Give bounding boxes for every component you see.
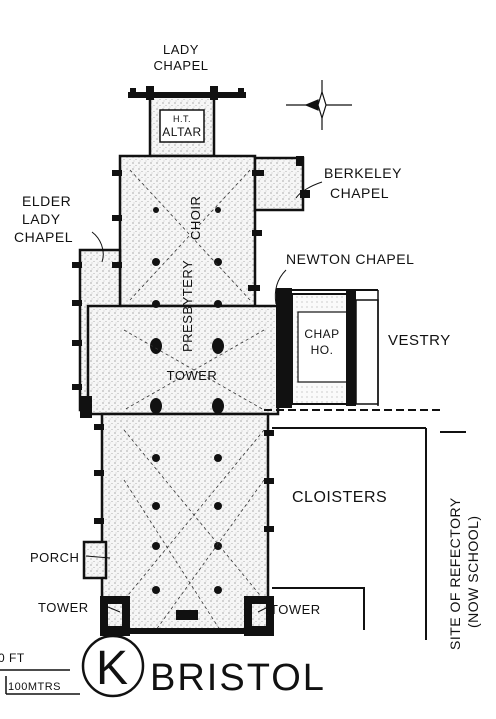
label-choir: CHOIR (188, 196, 203, 240)
lady-chapel-walls (128, 86, 246, 100)
cloister-walls (264, 409, 466, 640)
label-refectory-2: (NOW SCHOOL) (465, 515, 481, 628)
plan-labels: LADY CHAPEL H.T. ALTAR BERKELEY CHAPEL E… (14, 42, 481, 650)
label-porch: PORCH (30, 550, 79, 565)
berkeley-chapel-area (253, 156, 305, 212)
west-towers (100, 596, 274, 636)
title-block: K BRISTOL (81, 634, 326, 699)
chapter-house-block (276, 288, 379, 408)
scale-ft-label: 0 FT (0, 651, 25, 665)
label-refectory-1: SITE OF REFECTORY (447, 497, 463, 650)
label-ho: HO. (311, 343, 334, 357)
scale-bar: 0 FT 100MTRS (0, 651, 80, 695)
north-arrow-icon (286, 80, 352, 130)
badge-circle (81, 634, 145, 698)
label-elder-1: ELDER (22, 193, 71, 209)
label-presbytery: PRESBYTERY (180, 260, 195, 352)
label-berkeley-1: BERKELEY (324, 165, 402, 181)
label-cloisters: CLOISTERS (292, 489, 387, 506)
label-elder-3: CHAPEL (14, 229, 73, 245)
label-chap: CHAP (304, 327, 339, 341)
plan-title: BRISTOL (150, 657, 326, 699)
scale-m-label: 100MTRS (8, 681, 61, 693)
vault-lines (123, 169, 265, 631)
label-lady-chapel-1: LADY (163, 42, 199, 57)
label-berkeley-2: CHAPEL (330, 185, 389, 201)
leader-lines (85, 181, 323, 613)
cathedral-body (78, 94, 305, 634)
label-lady-chapel-2: CHAPEL (153, 58, 208, 73)
vestry-area (355, 299, 379, 405)
porch-area (82, 540, 108, 580)
label-altar-2: ALTAR (162, 125, 201, 139)
label-tower-center: TOWER (167, 368, 218, 383)
label-tower-left: TOWER (38, 600, 89, 615)
nave-area (100, 412, 270, 634)
label-tower-right: TOWER (270, 602, 321, 617)
label-altar-1: H.T. (173, 114, 191, 124)
label-newton-chapel: NEWTON CHAPEL (286, 251, 414, 267)
badge-letter: K (96, 642, 130, 695)
label-elder-2: LADY (22, 211, 61, 227)
altar-box (159, 109, 205, 143)
piers (150, 207, 224, 594)
label-vestry: VESTRY (388, 332, 451, 349)
